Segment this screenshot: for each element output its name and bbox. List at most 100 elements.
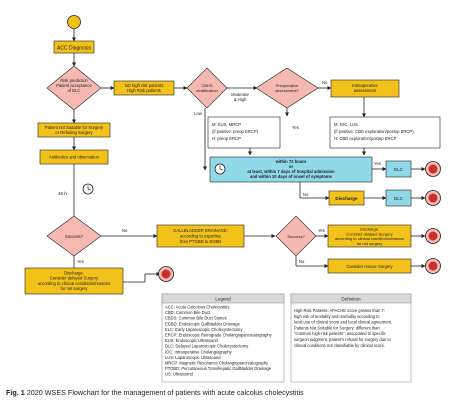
svg-text:M: IOC, LUS(if positive: CBD e: M: IOC, LUS (if positive: CBD exploration… — [334, 122, 414, 141]
text-line: GALLBLADDER DRAINAGE: — [173, 228, 228, 233]
end-circle-rescue — [425, 258, 441, 274]
text-line: EGBD: Endoscopic Gallbladder Drainage — [165, 321, 241, 326]
text-line: Consider delayed Surgery — [50, 276, 99, 281]
end-circle-dlc — [425, 190, 441, 206]
text-line: High Risk Patients: APACHE score greater… — [294, 308, 385, 313]
text-line: or — [289, 164, 294, 169]
text-line: clinical conditions not classifiable by … — [294, 343, 385, 348]
yes-label-success1: Yes — [77, 259, 84, 264]
svg-text:Success?: Success? — [287, 234, 305, 239]
definition-panel: Definition High Risk Patients: APACHE sc… — [290, 293, 412, 383]
text-line: stratification — [196, 88, 217, 93]
text-line: M: IOC, LUS — [334, 122, 358, 127]
connectors — [72, 29, 426, 283]
text-line: Intraoperative — [352, 83, 378, 88]
antibiotics-box: Antibiotics and observation — [39, 149, 109, 165]
definition-text: High Risk Patients: APACHE score greater… — [294, 308, 392, 348]
text-line: surgeon judgment, patient's refusal for … — [294, 337, 392, 342]
svg-text:Success?: Success? — [65, 234, 84, 239]
legend-title: Legend — [215, 297, 231, 302]
success-diamond-2: Success? — [275, 215, 317, 257]
text-line: Patient not Suitable for Surgery — [45, 125, 104, 130]
moderate-high-label: Moderate& High — [231, 92, 249, 102]
text-line: Patients Not Suitable for Surgery: diffe… — [294, 325, 380, 330]
acc-diagnosis-box: ACC Diagnosis — [53, 40, 95, 54]
text-line: Discharge. — [360, 227, 379, 232]
text-line: EUS: Endoscopic Ultrasound — [165, 338, 219, 343]
yes-label-72h: Yes — [374, 161, 381, 166]
text-line: IOC: Intraoperative Cholangiography — [165, 349, 233, 354]
yes-label-success2: Yes — [318, 228, 325, 233]
text-line: ERCP: Endoscopic Retrograde Cholangiopan… — [165, 333, 273, 338]
svg-text:ELC: ELC — [394, 167, 404, 172]
text-line: Preoperative — [276, 83, 299, 88]
no-label-72h: No — [303, 192, 309, 197]
end-circle-elc — [425, 161, 441, 177]
text-line: local use of clinical score and local cl… — [294, 320, 392, 325]
text-line: & High — [234, 97, 247, 102]
svg-text:GALLBLADDER DRAINAGE:according: GALLBLADDER DRAINAGE:according to expert… — [173, 228, 228, 244]
text-line: (if positive: preop ERCP) — [212, 129, 259, 134]
preop-exams-box: M: EUS, MRCP(if positive: preop ERCP)H: … — [207, 116, 281, 149]
text-line: from PTGBD to EGBD — [180, 239, 222, 244]
text-line: of ELC — [68, 88, 81, 93]
text-line: M: EUS, MRCP — [212, 122, 241, 127]
text-line: ACC: Acute Calcolous Cholecystitis — [165, 305, 229, 310]
text-line: LUS: Laparoscopic Ultrasound — [165, 355, 221, 360]
success-diamond-1: Success? — [46, 215, 102, 257]
intraop-exams-box: M: IOC, LUS (if positive: CBD exploration… — [329, 116, 441, 149]
no-label-success1: No — [122, 228, 128, 233]
svg-text:Discharge.Consider delayed Sur: Discharge.Consider delayed Surgeryaccord… — [335, 227, 404, 246]
svg-text:Discharge.Consider delayed Sur: Discharge.Consider delayed Surgeryaccord… — [38, 271, 111, 292]
text-line: Discharge. — [64, 271, 84, 276]
text-line: ELC: Early Laparoscopic Cholecystectomy — [165, 327, 243, 332]
svg-text:M: EUS, MRCP(if positive: preo: M: EUS, MRCP(if positive: preop ERCP)H: … — [212, 122, 259, 141]
yes-label-preop: Yes — [292, 125, 299, 130]
text-line: MRCP: Magnetic Resonance Cholangiopancre… — [165, 361, 269, 366]
svg-text:Discharge: Discharge — [335, 196, 358, 201]
definition-title: Definition — [341, 297, 361, 302]
text-line: for not surgery — [61, 286, 89, 291]
text-line: High Risk patients — [127, 88, 161, 93]
legend-panel: Legend ACC: Acute Calcolous Cholecystiti… — [161, 293, 285, 383]
text-line: assessment — [354, 88, 377, 93]
text-line: CBDS: Common Bile Duct Stones — [165, 316, 227, 321]
low-label: Low — [194, 111, 203, 116]
dlc-box: DLC — [385, 189, 412, 207]
caption-prefix: Fig. 1 — [6, 388, 25, 397]
no-label-success2: No — [299, 259, 305, 264]
48h-label: 48 h — [58, 191, 67, 196]
elc-box: ELC — [385, 160, 412, 178]
end-circle-delayed-1 — [425, 228, 441, 244]
text-line: Moderate — [231, 92, 249, 97]
no-label-preop: No — [322, 80, 328, 85]
clock-icon-72h — [214, 163, 226, 175]
text-line: NO high risk patients — [125, 83, 164, 88]
text-line: according to clinical conditions/reasons — [38, 281, 111, 286]
end-circle-delayed-2 — [158, 266, 174, 282]
text-line: or Refusing Surgery — [55, 130, 93, 135]
text-line: CBDS — [201, 83, 212, 88]
text-line: assessment? — [275, 88, 299, 93]
text-line: Risk prediction — [60, 78, 88, 83]
rescue-surgery-box: Consider rescue Surgery — [327, 258, 412, 274]
svg-text:DLC: DLC — [394, 196, 404, 201]
gallbladder-drainage-box: GALLBLADDER DRAINAGE:according to expert… — [156, 224, 245, 248]
text-line: (if positive: CBD exploration/postop ERC… — [334, 129, 414, 134]
